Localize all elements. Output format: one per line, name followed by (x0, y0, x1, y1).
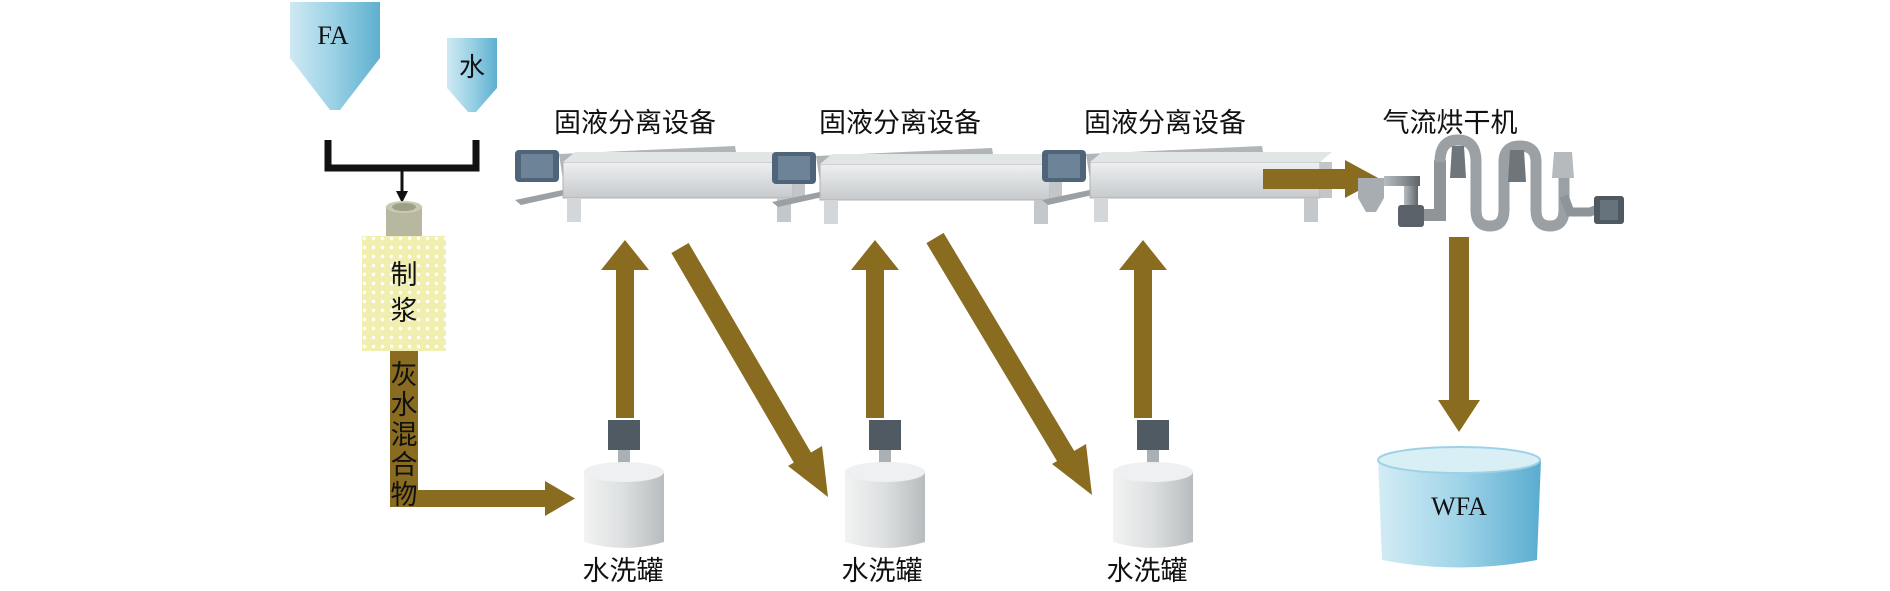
separator-2-label: 固液分离设备 (819, 108, 981, 138)
mixture-char-5: 物 (391, 480, 418, 510)
feed-line (324, 140, 480, 203)
wash-tank-3-label: 水洗罐 (1107, 556, 1188, 586)
fa-label: FA (317, 21, 349, 50)
up-arrow-3 (1119, 240, 1167, 418)
fa-hopper (290, 2, 380, 110)
mixture-char-1: 灰 (391, 360, 418, 390)
up-arrow-1 (601, 240, 649, 418)
separator-3-label: 固液分离设备 (1084, 108, 1246, 138)
wash-tank-3 (1113, 420, 1193, 548)
wash-tank-2-label: 水洗罐 (842, 556, 923, 586)
wash-tank-2 (845, 420, 925, 548)
wfa-container (1377, 446, 1541, 568)
up-arrow-2 (851, 240, 899, 418)
separator-1 (515, 146, 805, 222)
diagonal-arrow-2 (926, 232, 1092, 495)
wfa-label: WFA (1431, 492, 1487, 521)
mixture-char-2: 水 (391, 390, 418, 420)
slurry-char-2: 浆 (391, 296, 418, 326)
mixture-char-4: 合 (391, 450, 418, 480)
water-label: 水 (459, 53, 485, 82)
separator-1-label: 固液分离设备 (554, 108, 716, 138)
dryer-label: 气流烘干机 (1383, 108, 1518, 138)
slurry-cylinder (386, 201, 422, 236)
wash-tank-1-label: 水洗罐 (583, 556, 664, 586)
pneumatic-dryer (1358, 134, 1624, 232)
wash-tank-1 (584, 420, 664, 548)
slurry-char-1: 制 (391, 260, 418, 290)
arrow-to-product (1438, 237, 1480, 432)
mixture-arrow (390, 351, 575, 516)
diagonal-arrow-1 (671, 242, 828, 497)
water-hopper (447, 38, 497, 112)
slurry-tank (362, 236, 446, 351)
mixture-char-3: 混 (391, 420, 418, 450)
separator-2 (772, 148, 1062, 224)
